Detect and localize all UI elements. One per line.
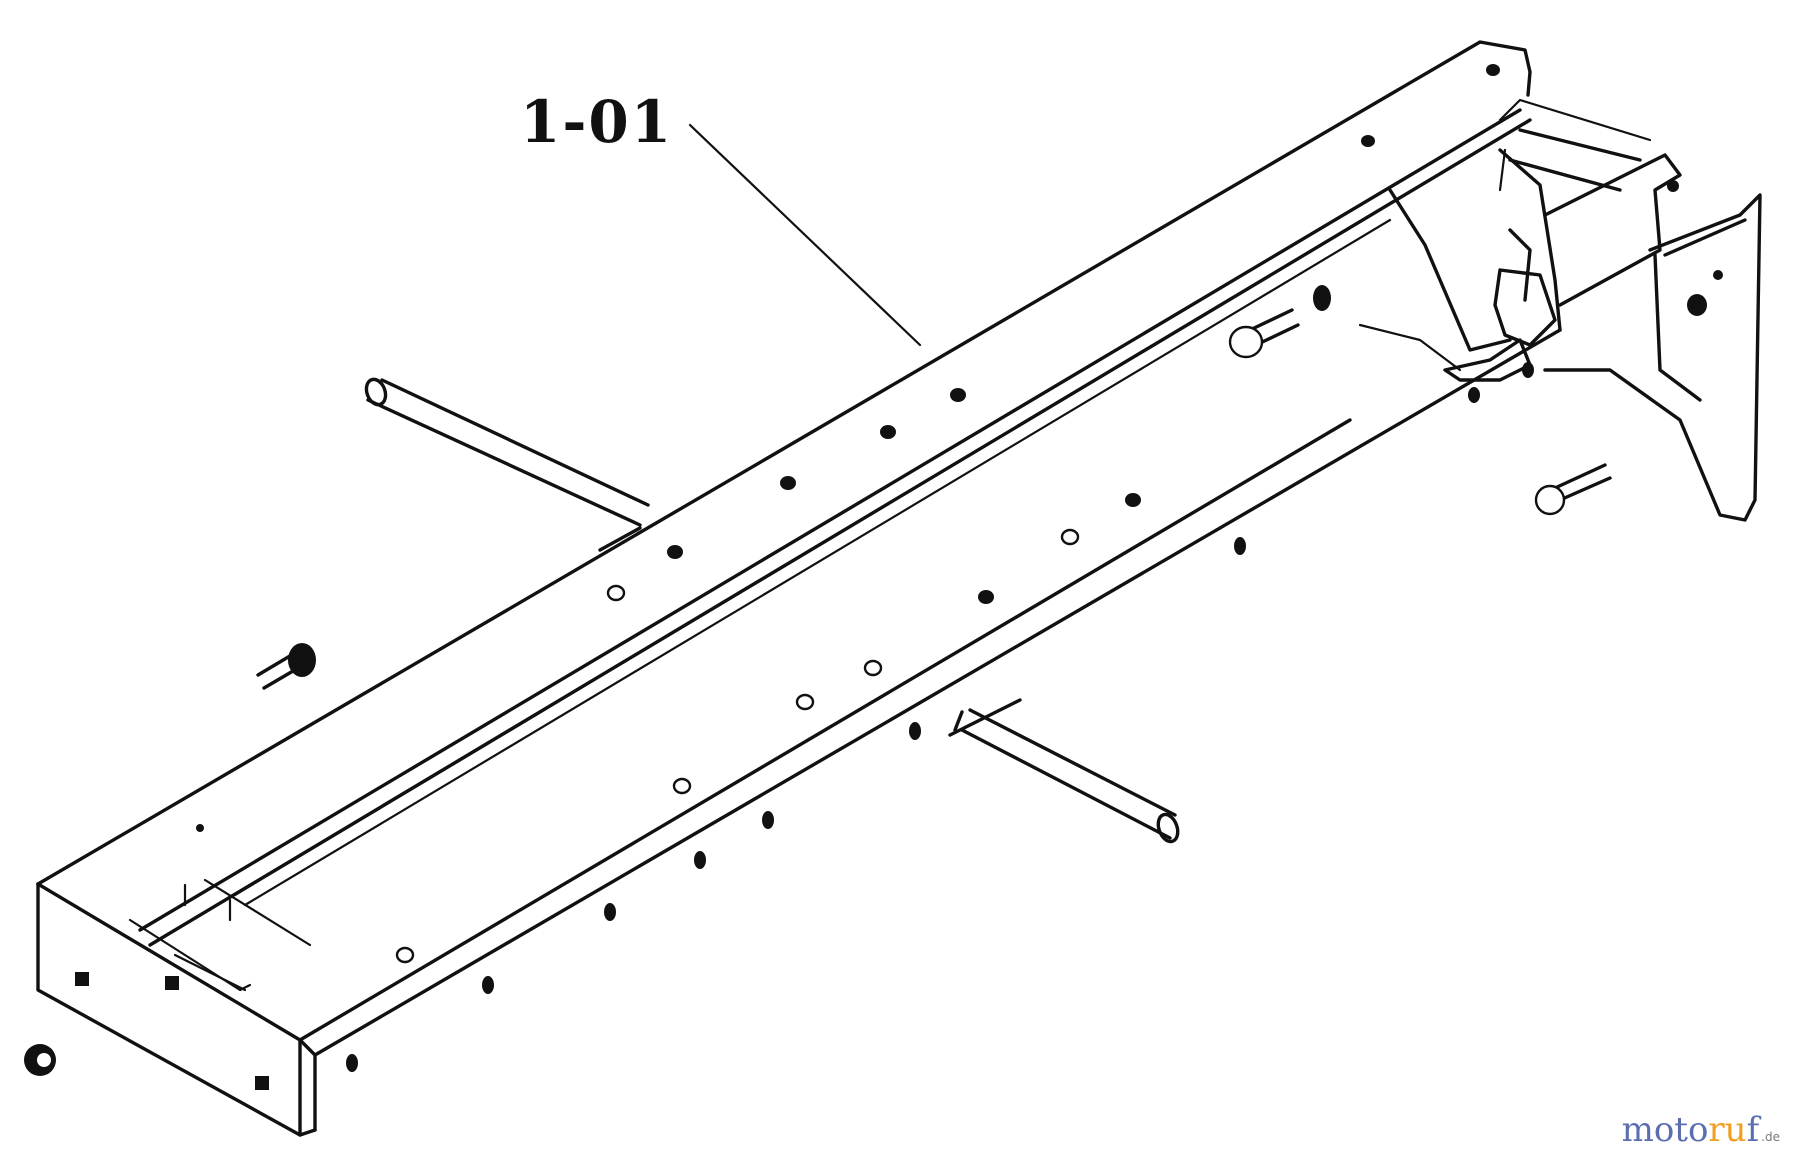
nut [24,1044,56,1076]
bolt-center [1228,285,1331,359]
part-number-label: 1-01 [520,88,674,156]
watermark-logo: motoruf.de [1622,1110,1780,1150]
watermark-text-1: moto [1621,1110,1709,1150]
main-frame [36,40,1562,1137]
watermark-tld: .de [1761,1130,1780,1144]
rear-bracket [1358,98,1762,522]
bolt-left [256,643,316,690]
mounting-holes [75,64,1723,1090]
bolt-right [1534,463,1612,516]
watermark-text-3: f [1746,1110,1760,1150]
leader-line [688,123,922,347]
watermark-text-2: ru [1708,1110,1747,1150]
axle-rods [364,377,1180,844]
